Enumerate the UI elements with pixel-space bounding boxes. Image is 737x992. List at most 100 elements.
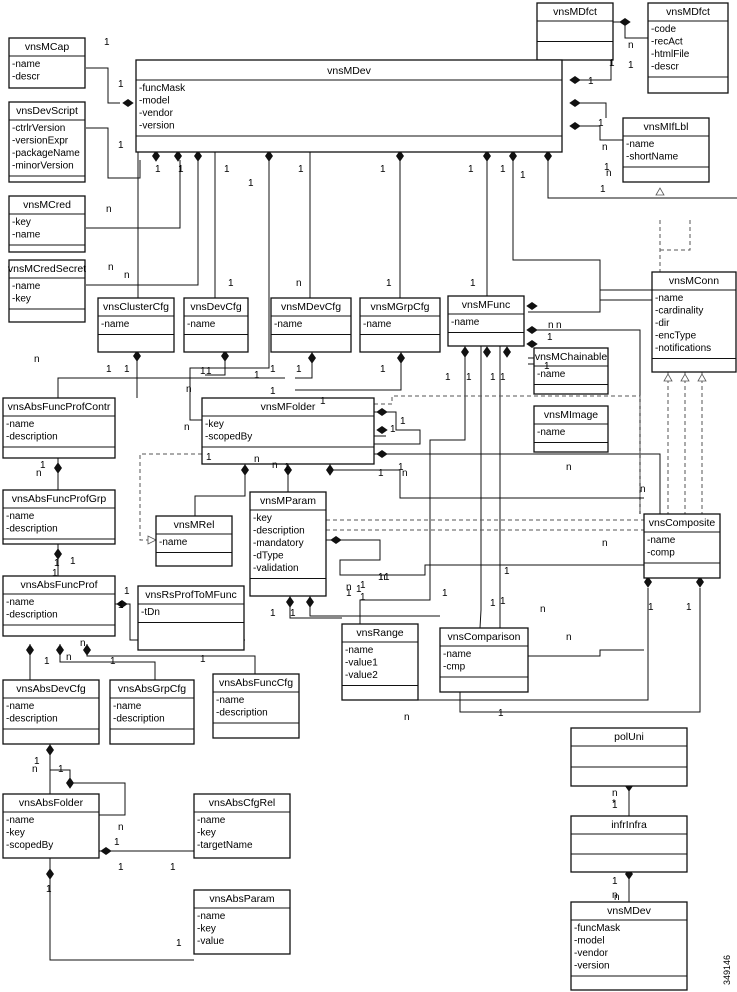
- class-box-vnsabsfuncprof: vnsAbsFuncProf-name-description: [2, 575, 116, 637]
- multiplicity-label: 1: [466, 372, 472, 383]
- class-attribute: -recAct: [651, 37, 683, 48]
- composition-diamond: [526, 302, 538, 310]
- multiplicity-label: 1: [320, 396, 326, 407]
- class-box-vnsabsdevcfg: vnsAbsDevCfg-name-description: [2, 679, 100, 745]
- class-attribute: -name: [187, 319, 216, 330]
- class-attribute: -name: [274, 319, 303, 330]
- multiplicity-label: n: [404, 712, 410, 723]
- class-title: vnsComparison: [448, 631, 521, 643]
- class-title: vnsRsProfToMFunc: [145, 589, 237, 601]
- multiplicity-label: n: [106, 204, 112, 215]
- arrow-head: [655, 187, 665, 196]
- class-attribute: -value2: [345, 670, 378, 681]
- multiplicity-label: n: [606, 168, 612, 179]
- multiplicity-label: n: [614, 892, 620, 903]
- multiplicity-label: n: [556, 320, 562, 331]
- multiplicity-label: 1: [110, 656, 116, 667]
- multiplicity-label: 1: [270, 608, 276, 619]
- association-line: [49, 858, 194, 961]
- class-attribute: -name: [101, 319, 130, 330]
- class-box-vnsmrel: vnsMRel-name: [155, 515, 233, 567]
- class-title: vnsAbsFolder: [19, 797, 84, 809]
- class-title: vnsMFolder: [261, 401, 316, 413]
- class-box-vnsabsfuncprofcontr: vnsAbsFuncProfContr-name-description: [2, 397, 116, 459]
- multiplicity-label: n: [272, 460, 278, 471]
- class-box-vnsabscfgrel: vnsAbsCfgRel-name-key-targetName: [193, 793, 291, 859]
- class-title: vnsMImage: [544, 409, 598, 421]
- multiplicity-label: 1: [106, 364, 112, 375]
- class-title: vnsMConn: [669, 275, 719, 287]
- class-attribute: -descr: [12, 72, 40, 83]
- class-title: vnsMFunc: [462, 299, 510, 311]
- multiplicity-label: 1: [468, 164, 474, 175]
- multiplicity-label: 1: [490, 372, 496, 383]
- composition-diamond: [286, 596, 294, 608]
- multiplicity-label: 1: [34, 756, 40, 767]
- composition-diamond: [116, 600, 128, 608]
- class-attribute: -name: [197, 911, 226, 922]
- composition-diamond: [46, 744, 54, 756]
- class-box-vnsmdevcfg: vnsMDevCfg -name: [270, 297, 352, 353]
- association-line: [289, 596, 342, 619]
- class-title: vnsAbsDevCfg: [16, 683, 86, 695]
- multiplicity-label: 1: [114, 837, 120, 848]
- multiplicity-label: n: [34, 354, 40, 365]
- composition-diamond: [569, 99, 581, 107]
- composition-diamond: [66, 777, 74, 789]
- multiplicity-label: 1: [118, 862, 124, 873]
- class-attribute: -mandatory: [253, 538, 304, 549]
- multiplicity-label: 1: [547, 332, 553, 343]
- multiplicity-label: 1: [490, 598, 496, 609]
- composition-diamond: [152, 150, 160, 162]
- class-attribute: -htmlFile: [651, 49, 690, 60]
- composition-diamond: [483, 150, 491, 162]
- association-line: [374, 453, 661, 514]
- arrow-head: [147, 535, 157, 545]
- composition-diamond: [330, 536, 342, 544]
- class-title: vnsMDevCfg: [281, 301, 341, 313]
- multiplicity-label: n: [32, 764, 38, 775]
- class-title: infrInfra: [611, 819, 647, 831]
- class-attribute: -targetName: [197, 840, 253, 851]
- multiplicity-label: 1: [200, 654, 206, 665]
- class-title: vnsAbsParam: [209, 893, 275, 905]
- class-attribute: -name: [12, 230, 41, 241]
- association-line: [575, 58, 612, 81]
- class-title: vnsAbsFuncCfg: [219, 677, 293, 689]
- composition-diamond: [56, 644, 64, 656]
- multiplicity-label: 1: [200, 366, 206, 377]
- class-title: vnsMIfLbl: [644, 121, 689, 133]
- class-attribute: -packageName: [12, 148, 80, 159]
- multiplicity-label: 1: [600, 184, 606, 195]
- composition-diamond: [326, 464, 334, 476]
- class-attribute: -description: [253, 526, 305, 537]
- class-attribute: -version: [139, 121, 175, 132]
- multiplicity-label: n: [346, 582, 352, 593]
- association-line: [57, 377, 285, 398]
- class-attribute: -name: [197, 815, 226, 826]
- multiplicity-label: n: [80, 638, 86, 649]
- multiplicity-label: 1: [228, 278, 234, 289]
- composition-diamond: [461, 346, 469, 358]
- multiplicity-label: 1: [380, 164, 386, 175]
- association-line: [86, 67, 120, 104]
- class-box-vnsmdev: vnsMDev-funcMask-model-vendor-version: [135, 59, 563, 153]
- class-attribute: -name: [6, 511, 35, 522]
- composition-diamond: [503, 346, 511, 358]
- multiplicity-label: 1: [206, 452, 212, 463]
- class-box-vnsmcredsecret: vnsMCredSecret-name-key: [8, 259, 86, 323]
- multiplicity-label: 1: [378, 572, 384, 583]
- composition-diamond: [26, 644, 34, 656]
- class-box-vnsmconn: vnsMConn-name-cardinality-dir-encType-no…: [651, 271, 737, 373]
- composition-diamond: [544, 150, 552, 162]
- class-attribute: -vendor: [574, 948, 609, 959]
- class-box-vnsmiflbl: vnsMIfLbl-name-shortName: [622, 117, 710, 183]
- class-box-poluni: polUni: [570, 727, 688, 787]
- composition-diamond: [308, 352, 316, 364]
- association-line: [86, 160, 199, 286]
- multiplicity-label: 1: [470, 278, 476, 289]
- multiplicity-label: 1: [500, 372, 506, 383]
- association-line: [194, 464, 246, 516]
- multiplicity-label: n: [402, 468, 408, 479]
- class-box-vnsabsgrpcfg: vnsAbsGrpCfg-name-description: [109, 679, 195, 745]
